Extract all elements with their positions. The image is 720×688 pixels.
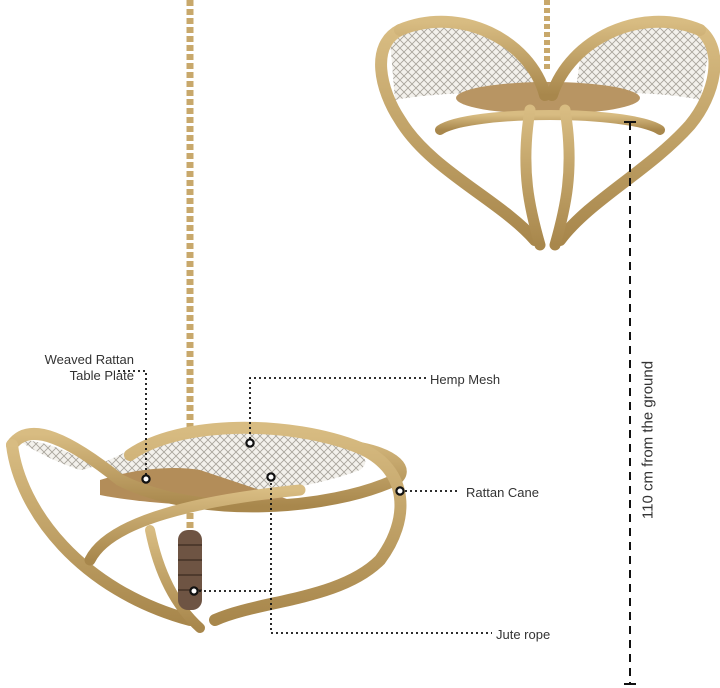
main-view-table: [12, 0, 401, 628]
label-jute-rope: Jute rope: [496, 627, 550, 643]
label-height: 110 cm from the ground: [640, 361, 657, 519]
dot-jute-top: [267, 473, 274, 480]
height-dimension: [624, 122, 636, 684]
dot-jute-coil: [190, 587, 197, 594]
top-view-chair: [381, 0, 714, 245]
label-hemp-mesh: Hemp Mesh: [430, 372, 500, 388]
jute-rope-coil: [178, 530, 202, 610]
dot-cane: [396, 487, 403, 494]
label-weaved-rattan: Weaved Rattan Table Plate: [14, 352, 134, 384]
label-weaved-line2: Table Plate: [14, 368, 134, 384]
label-rattan-cane: Rattan Cane: [466, 485, 539, 501]
dot-weaved: [142, 475, 149, 482]
dot-hemp: [246, 439, 253, 446]
label-weaved-line1: Weaved Rattan: [14, 352, 134, 368]
